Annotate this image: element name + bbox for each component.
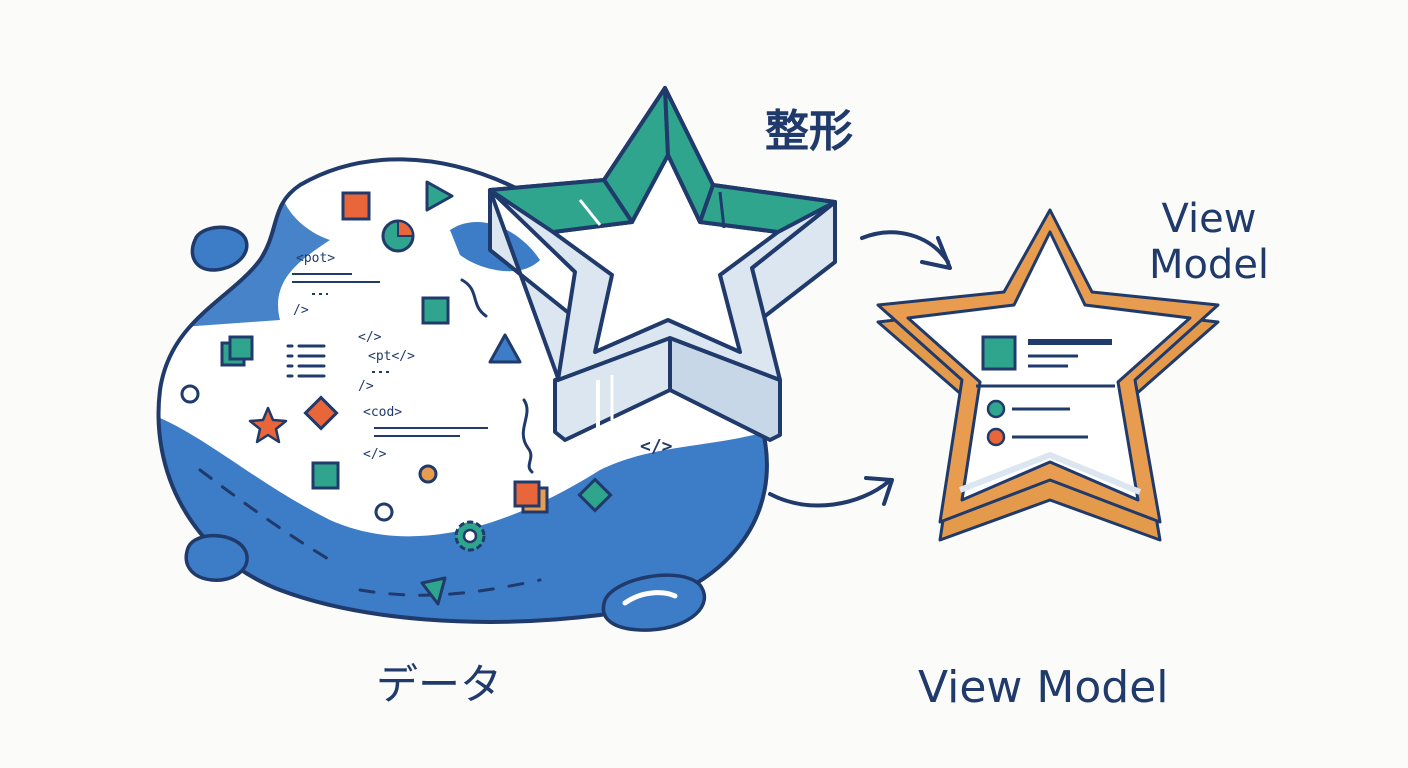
gear-icon xyxy=(454,520,486,552)
diamond-icon xyxy=(303,395,339,431)
code-icon: </> xyxy=(640,436,673,457)
circle-icon xyxy=(180,384,200,404)
label-data: データ xyxy=(376,660,503,709)
arrow-icon xyxy=(768,476,894,508)
pie-icon xyxy=(381,219,415,253)
code-snippet: <pot> xyxy=(296,251,335,266)
triangle-icon xyxy=(420,576,447,606)
code-snippet: </> xyxy=(358,330,382,345)
thumbnail xyxy=(981,335,1017,371)
code-snippet: <cod> xyxy=(363,405,402,420)
layers-icon xyxy=(220,335,254,367)
square-icon xyxy=(341,191,371,221)
triangle-icon xyxy=(488,333,522,364)
code-snippet: </> xyxy=(363,447,387,462)
list-icon xyxy=(286,344,326,378)
list-bullet xyxy=(986,399,1006,419)
droplet-left-top xyxy=(190,225,249,272)
star-cookie-cutter xyxy=(488,86,837,442)
view-model-card xyxy=(976,335,1115,447)
square-icon xyxy=(311,461,340,490)
circle-icon xyxy=(418,464,438,484)
diamond-icon xyxy=(577,477,613,513)
droplet-left-bottom xyxy=(184,534,249,582)
play-triangle-icon xyxy=(425,180,454,212)
squiggle xyxy=(460,278,488,318)
star-icon xyxy=(248,406,288,444)
code-snippets: <pot> /> </> <pt</> /> <cod> </> xyxy=(292,251,488,462)
list-bullet xyxy=(986,427,1006,447)
code-snippet: /> xyxy=(293,303,309,318)
label-shaping: 整形 xyxy=(765,106,853,157)
label-view-model: View Model xyxy=(918,662,1169,713)
label-star-model: View Model xyxy=(1148,196,1270,288)
arrow-icon xyxy=(860,230,952,270)
droplet-bottom-right xyxy=(601,573,707,632)
square-icon xyxy=(421,296,450,325)
code-snippet: /> xyxy=(358,379,374,394)
code-snippet: <pt</> xyxy=(368,349,415,364)
squiggle xyxy=(521,398,534,474)
circle-icon xyxy=(374,502,394,522)
stacked-squares-icon xyxy=(513,480,549,514)
